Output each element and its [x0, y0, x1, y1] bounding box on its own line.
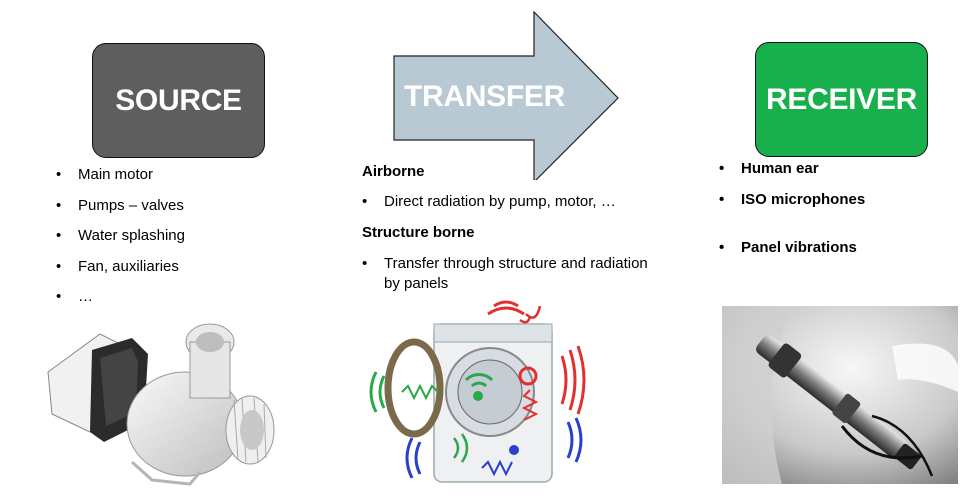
list-item: Pumps – valves — [56, 197, 185, 215]
washing-machine-diagram-icon — [369, 300, 586, 483]
list-item: ISO microphones — [719, 191, 865, 209]
transfer-arrow-icon — [393, 10, 619, 180]
microphone-probe-icon — [722, 306, 958, 484]
airborne-list: Direct radiation by pump, motor, … — [362, 193, 616, 211]
list-item: Main motor — [56, 166, 185, 184]
list-item: Water splashing — [56, 227, 185, 245]
source-box: SOURCE — [92, 43, 265, 158]
structure-borne-list: Transfer through structure and radiation… — [362, 254, 662, 294]
source-title: SOURCE — [115, 83, 242, 117]
receiver-title: RECEIVER — [766, 82, 917, 116]
list-item: Transfer through structure and radiation… — [362, 254, 662, 294]
list-item: Panel vibrations — [719, 239, 865, 257]
transfer-title: TRANSFER — [404, 80, 565, 113]
source-list: Main motor Pumps – valves Water splashin… — [56, 166, 185, 319]
list-item: Human ear — [719, 160, 865, 178]
structure-borne-heading: Structure borne — [362, 224, 475, 241]
list-item: Direct radiation by pump, motor, … — [362, 193, 616, 211]
receiver-box: RECEIVER — [755, 42, 928, 157]
drain-pump-icon — [47, 323, 275, 486]
list-item: Fan, auxiliaries — [56, 258, 185, 276]
receiver-list: Human ear ISO microphones Panel vibratio… — [719, 160, 865, 269]
list-item: … — [56, 288, 185, 306]
airborne-heading: Airborne — [362, 163, 425, 180]
